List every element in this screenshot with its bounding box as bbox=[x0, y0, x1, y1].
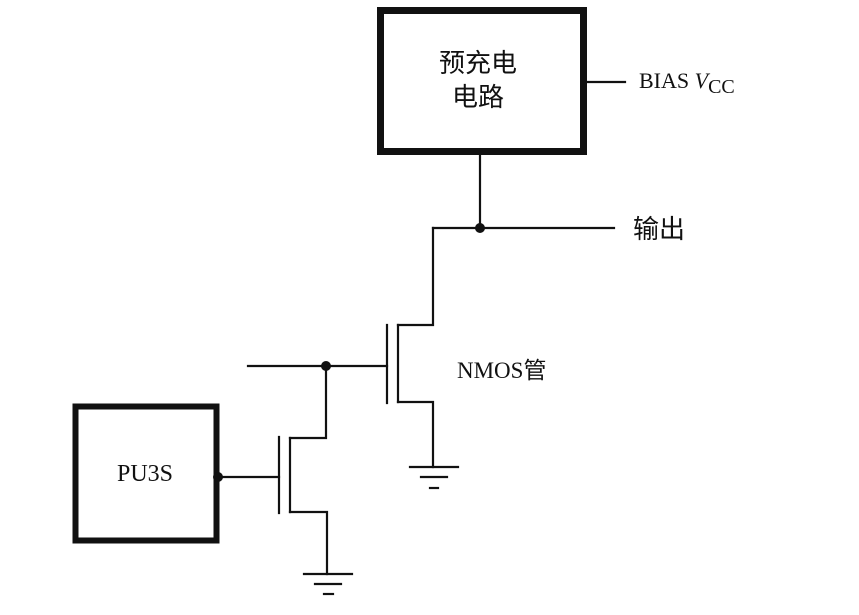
ground-icon bbox=[302, 572, 354, 596]
precharge-label-line2: 电路 bbox=[452, 83, 504, 112]
pu3s-output-dot bbox=[213, 472, 223, 482]
output-label: 输出 bbox=[633, 215, 685, 244]
bias-v-text: V bbox=[695, 68, 711, 93]
bias-cc-subscript: CC bbox=[708, 76, 735, 98]
bias-vcc-label: BIAS VCC bbox=[639, 68, 735, 98]
bias-text: BIAS bbox=[639, 68, 695, 93]
ground-icon bbox=[408, 465, 460, 490]
pulldown-source-wire bbox=[288, 510, 329, 576]
nmos-label: NMOS管 bbox=[457, 358, 546, 383]
output-junction-dot bbox=[475, 223, 485, 233]
gate-junction-dot bbox=[321, 361, 331, 371]
pulldown-drain-wire bbox=[288, 364, 328, 440]
pu3s-label: PU3S bbox=[117, 461, 173, 487]
precharge-circuit-block bbox=[377, 7, 587, 155]
precharge-label-line1: 预充电 bbox=[439, 49, 517, 78]
nmos-drain-wire bbox=[396, 226, 435, 327]
nmos-source-wire bbox=[396, 400, 435, 469]
